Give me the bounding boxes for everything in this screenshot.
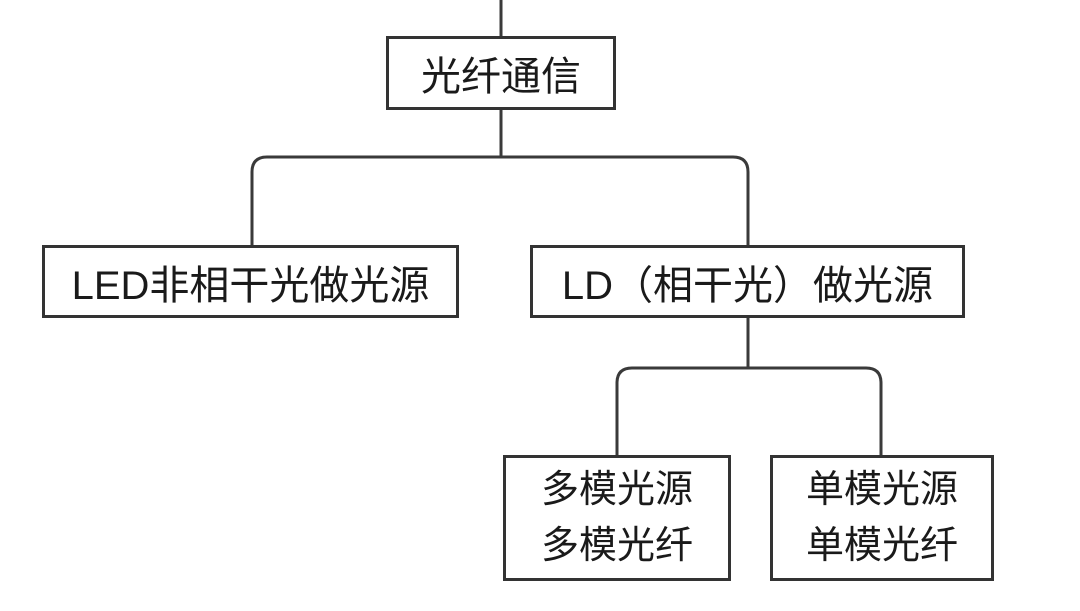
- node-led-incoherent-source: LED非相干光做光源: [42, 245, 459, 318]
- node-label: 光纤通信: [421, 55, 581, 99]
- node-multimode-source-fiber: 多模光源 多模光纤: [503, 455, 731, 581]
- node-singlemode-source-fiber: 单模光源 单模光纤: [770, 455, 994, 581]
- node-label: LED非相干光做光源: [71, 263, 430, 308]
- node-ld-coherent-source: LD（相干光）做光源: [530, 245, 965, 318]
- node-fiber-optic-communication: 光纤通信: [386, 36, 616, 110]
- node-label-line2: 多模光纤: [540, 525, 693, 567]
- node-label-line1: 单模光源: [805, 469, 958, 511]
- connector-branch2: [615, 366, 883, 456]
- node-label-line1: 多模光源: [540, 469, 693, 511]
- connector-branch1: [250, 155, 750, 246]
- node-label: LD（相干光）做光源: [561, 263, 934, 308]
- node-label-line2: 单模光纤: [805, 525, 958, 567]
